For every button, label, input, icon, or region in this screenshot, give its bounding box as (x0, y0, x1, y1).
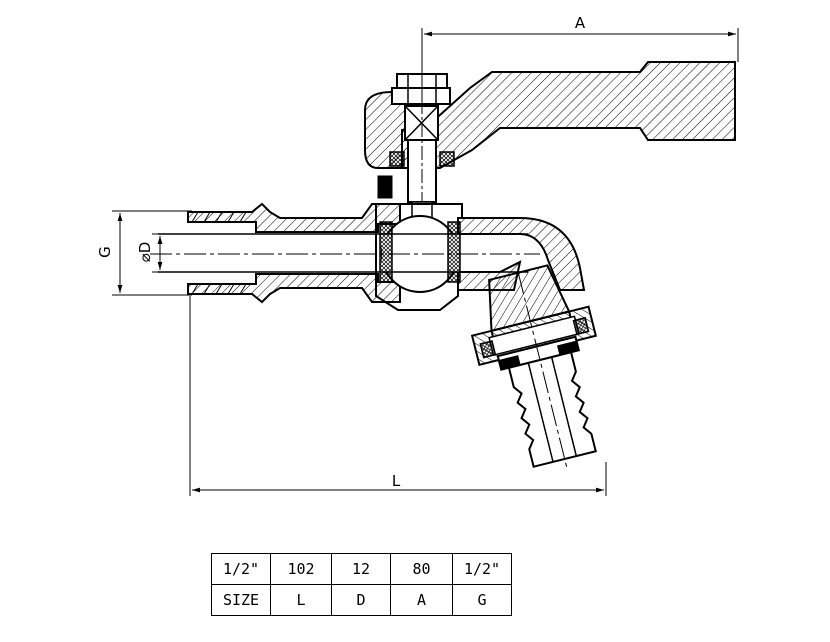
valve-ball (379, 215, 461, 293)
dimension-g: G (96, 210, 192, 296)
dimension-d: ⌀D (136, 233, 190, 273)
dimension-a-label: A (575, 14, 586, 32)
handle-lever (364, 61, 736, 169)
dimension-l-label: L (392, 472, 401, 490)
spec-value-l: 102 (270, 553, 332, 585)
valve-body (158, 202, 586, 311)
dimension-l: L (189, 296, 607, 496)
stem-nut (391, 73, 451, 105)
spec-table: 1/2" 102 12 80 1/2" SIZE L D A G (211, 553, 512, 616)
dimension-g-label: G (96, 246, 114, 258)
spec-header-g: G (452, 584, 512, 616)
dimension-d-label: ⌀D (136, 242, 154, 263)
spec-header-d: D (331, 584, 391, 616)
spec-value-d: 12 (331, 553, 391, 585)
spec-value-g: 1/2" (452, 553, 512, 585)
spec-header-a: A (390, 584, 453, 616)
spec-value-a: 80 (390, 553, 453, 585)
hose-outlet (470, 264, 598, 469)
spec-header-l: L (270, 584, 332, 616)
spec-value-size: 1/2" (211, 553, 271, 585)
spec-header-size: SIZE (211, 584, 271, 616)
dimension-a: A (421, 14, 739, 100)
stem-square (377, 100, 455, 230)
spec-headers-row: SIZE L D A G (211, 584, 512, 616)
spec-values-row: 1/2" 102 12 80 1/2" (211, 553, 512, 585)
